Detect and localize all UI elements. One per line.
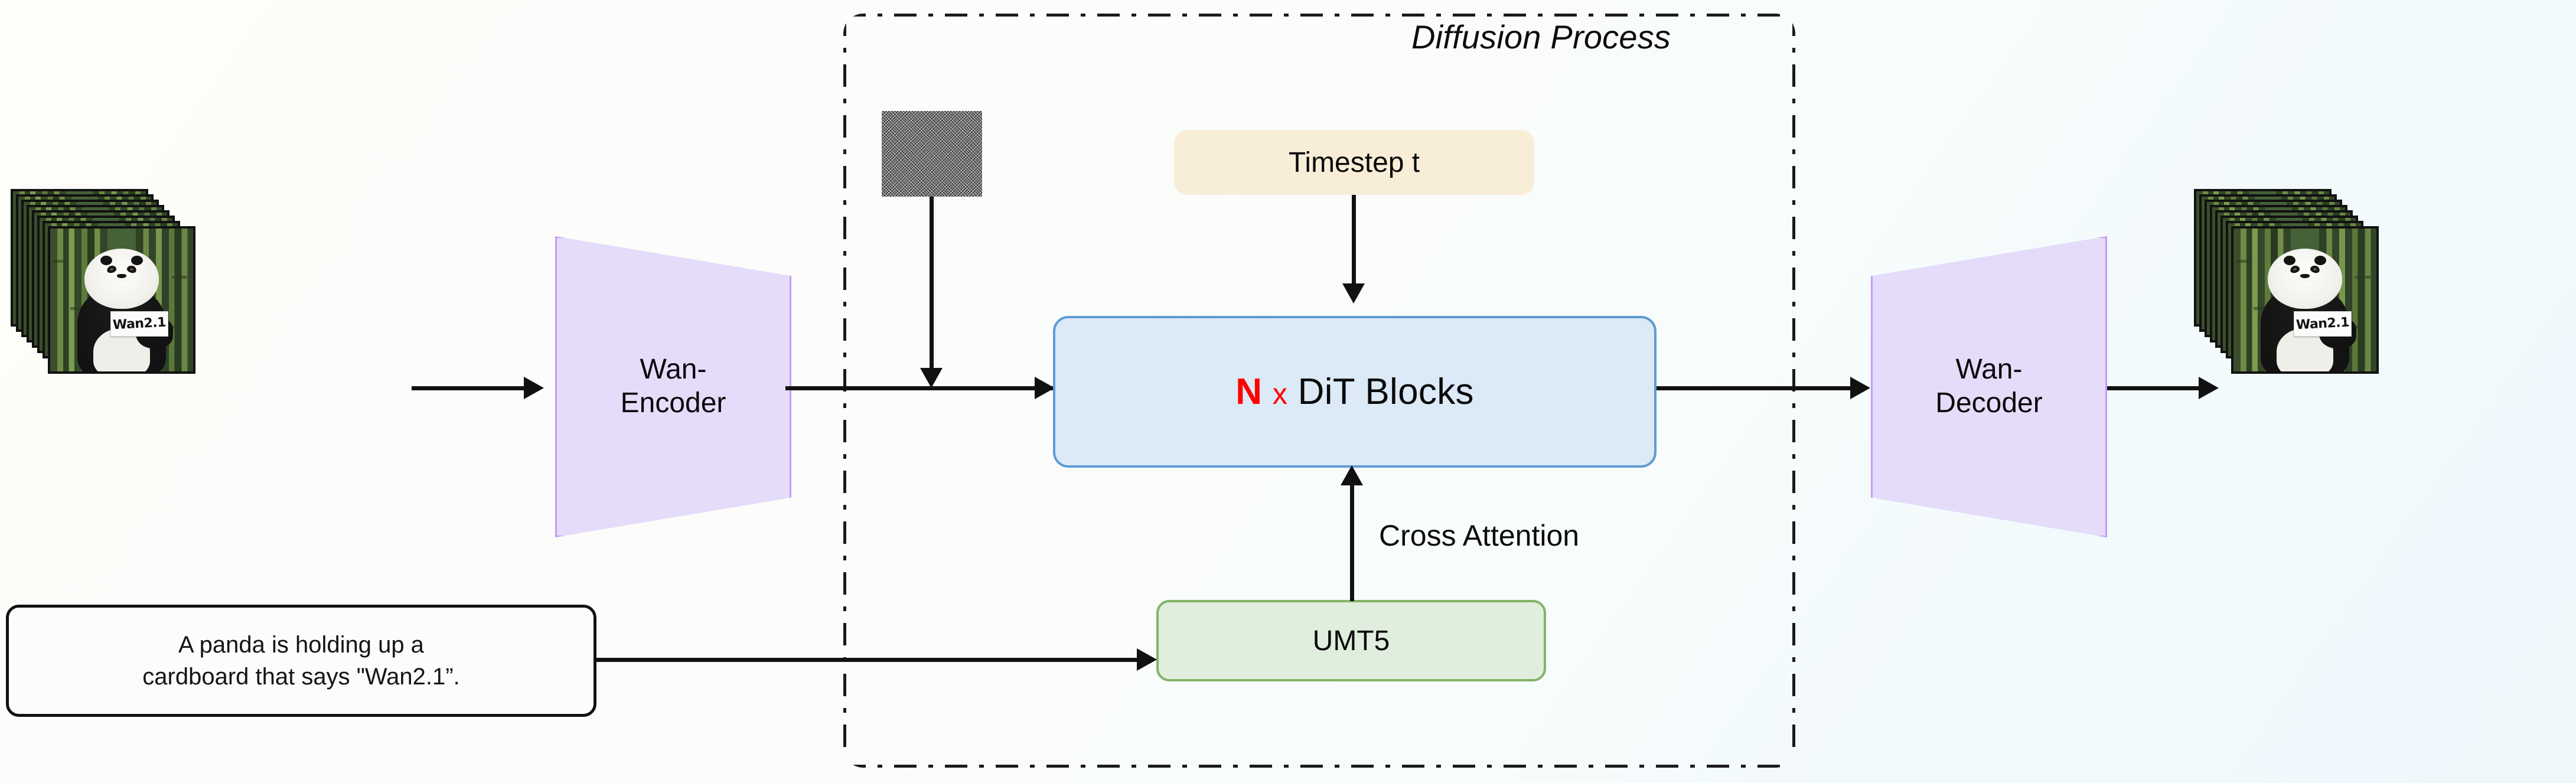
arrowhead-prompt-to-umt5: [1137, 648, 1157, 671]
arrow-timestep-to-dit-line: [1352, 195, 1356, 283]
wan-encoder-block[interactable]: Wan- Encoder: [555, 236, 791, 537]
arrow-dit-to-decoder: [1657, 386, 1850, 390]
output-video-frame-stack: Wan2.1: [2194, 189, 2395, 390]
video-frame-front: Wan2.1: [48, 226, 195, 374]
video-frame-front: Wan2.1: [2231, 226, 2379, 374]
panda-sign-text: Wan2.1: [112, 315, 167, 333]
umt5-label: UMT5: [1312, 625, 1390, 657]
wan-encoder-shape: [555, 236, 791, 537]
arrow-umt5-to-dit-line: [1350, 485, 1354, 601]
wan-decoder-label: Wan- Decoder: [1935, 354, 2043, 419]
panda-sign-text: Wan2.1: [2295, 315, 2350, 333]
wan-decoder-shape: [1871, 236, 2107, 537]
dit-blocks-block[interactable]: N x DiT Blocks: [1053, 316, 1657, 468]
arrowhead-input-to-encoder: [524, 377, 544, 399]
arrow-encoder-to-dit: [785, 386, 1054, 390]
gaussian-noise-latent: [882, 111, 982, 197]
diffusion-process-label: Diffusion Process: [1411, 18, 1671, 56]
arrowhead-decoder-to-output: [2199, 377, 2219, 399]
wan-decoder-block[interactable]: Wan- Decoder: [1871, 236, 2107, 537]
timestep-label: Timestep t: [1288, 146, 1420, 178]
arrow-decoder-to-output: [2107, 386, 2199, 390]
arrowhead-dit-to-decoder: [1850, 377, 1870, 399]
arrow-input-to-encoder: [412, 386, 524, 390]
dit-blocks-text: DiT Blocks: [1297, 371, 1474, 412]
wan-encoder-label: Wan- Encoder: [620, 354, 726, 419]
panda-sign: Wan2.1: [2293, 311, 2352, 337]
dit-blocks-label: N x DiT Blocks: [1235, 371, 1474, 413]
input-video-frame-stack: Wan2.1: [11, 189, 206, 390]
arrowhead-timestep-to-dit: [1342, 283, 1365, 304]
arrowhead-noise-to-latent: [920, 368, 943, 388]
umt5-text-encoder-block[interactable]: UMT5: [1156, 600, 1546, 681]
panda-sign: Wan2.1: [110, 311, 169, 337]
dit-times-symbol: x: [1272, 377, 1288, 410]
cross-attention-label: Cross Attention: [1379, 519, 1580, 552]
dit-count-symbol: N: [1235, 371, 1263, 412]
arrowhead-encoder-to-dit: [1035, 377, 1055, 399]
text-prompt-value: A panda is holding up a cardboard that s…: [142, 632, 460, 690]
arrowhead-umt5-to-dit: [1341, 465, 1363, 485]
arrow-noise-to-latent-line: [930, 197, 934, 368]
text-prompt-box[interactable]: A panda is holding up a cardboard that s…: [6, 605, 596, 717]
arrow-prompt-to-umt5: [596, 658, 1137, 662]
timestep-block[interactable]: Timestep t: [1174, 130, 1534, 195]
